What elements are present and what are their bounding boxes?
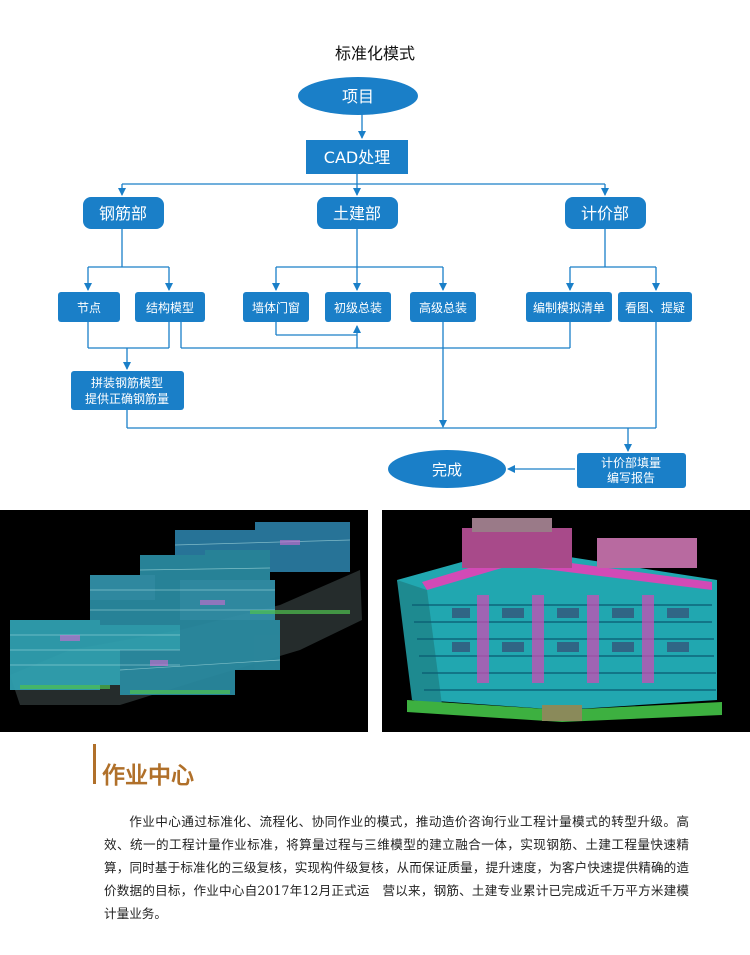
node-advanced-assembly: 高级总装 [410,292,476,322]
node-basic-assembly: 初级总装 [325,292,391,322]
section-body-text: 作业中心通过标准化、流程化、协同作业的模式，推动造价咨询行业工程计量模式的转型升… [104,814,689,921]
high-rise-model-image [382,510,750,732]
process-flow-diagram: 标准化模式 [58,44,692,488]
node-cad: CAD处理 [306,140,408,174]
node-advanced-assembly-label: 高级总装 [419,300,467,315]
node-assemble-rebar-line1: 拼装钢筋模型 [91,375,163,390]
node-pricing-dept-label: 计价部 [581,204,629,223]
node-assemble-rebar-line2: 提供正确钢筋量 [85,391,169,406]
node-pricing-dept: 计价部 [565,197,646,229]
node-cad-label: CAD处理 [324,148,390,167]
node-wall-door: 墙体门窗 [243,292,309,322]
connector-lines [84,114,660,473]
node-rebar-dept-label: 钢筋部 [99,204,147,223]
node-point-label: 节点 [77,301,101,315]
section-title: 作业中心 [102,763,194,789]
node-civil-dept-label: 土建部 [333,204,381,223]
node-pricing-fill-line2: 编写报告 [607,470,655,485]
node-pricing-fill: 计价部填量 编写报告 [577,453,686,488]
diagram-title: 标准化模式 [335,44,415,63]
section-accent-bar [93,744,96,784]
node-structure-model-label: 结构模型 [146,300,194,315]
node-project: 项目 [298,77,418,115]
node-pricing-fill-line1: 计价部填量 [601,455,661,470]
node-assemble-rebar: 拼装钢筋模型 提供正确钢筋量 [71,371,184,410]
node-basic-assembly-label: 初级总装 [334,301,382,315]
node-done-label: 完成 [432,461,462,479]
node-compile-bill: 编制模拟清单 [526,292,612,322]
node-project-label: 项目 [342,87,374,106]
node-done: 完成 [388,450,506,488]
node-review-label: 看图、提疑 [625,300,685,315]
node-structure-model: 结构模型 [135,292,205,322]
node-rebar-dept: 钢筋部 [83,197,164,229]
node-compile-bill-label: 编制模拟清单 [533,300,605,315]
node-review: 看图、提疑 [618,292,692,322]
node-point: 节点 [58,292,120,322]
node-civil-dept: 土建部 [317,197,398,229]
node-wall-door-label: 墙体门窗 [252,300,300,315]
building-group-model-image [0,510,368,732]
